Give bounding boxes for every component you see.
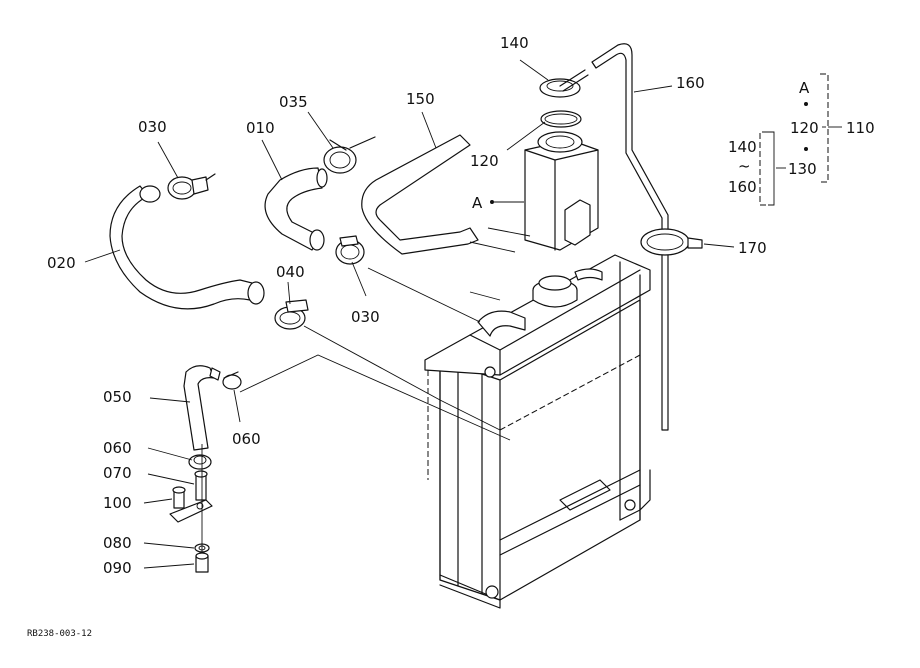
label-060-right: 060 xyxy=(232,430,261,448)
radiator xyxy=(424,254,651,609)
label-090: 090 xyxy=(103,559,132,577)
o-ring xyxy=(540,110,582,128)
clamp-030-right xyxy=(335,235,365,265)
tank-cap xyxy=(539,69,589,98)
clamp-030-left xyxy=(167,173,216,200)
label-a-group: A xyxy=(799,79,810,97)
label-020: 020 xyxy=(47,254,76,272)
label-035: 035 xyxy=(279,93,308,111)
label-070: 070 xyxy=(103,464,132,482)
hose-050 xyxy=(183,365,221,451)
clip-060-upper xyxy=(222,371,242,390)
label-040: 040 xyxy=(276,263,305,281)
clamp-170 xyxy=(640,228,703,256)
label-170: 170 xyxy=(738,239,767,257)
label-030-right: 030 xyxy=(351,308,380,326)
label-140-top: 140 xyxy=(500,34,529,52)
label-080: 080 xyxy=(103,534,132,552)
label-110: 110 xyxy=(846,119,875,137)
group-bracket-130 xyxy=(759,131,786,206)
fitting-070 xyxy=(194,470,208,501)
bracket xyxy=(169,499,213,523)
label-tilde: ~ xyxy=(738,157,751,175)
label-010: 010 xyxy=(246,119,275,137)
label-160-group: 160 xyxy=(728,178,757,196)
part-labels: 140 150 160 120 A 170 A 120 110 140 ~ 13… xyxy=(27,34,875,639)
group-bracket-110 xyxy=(804,73,842,183)
label-100: 100 xyxy=(103,494,132,512)
label-a-tank: A xyxy=(472,194,483,212)
label-130: 130 xyxy=(788,160,817,178)
label-160-pipe: 160 xyxy=(676,74,705,92)
clamp-035 xyxy=(323,136,376,174)
leader-lines xyxy=(84,59,735,569)
label-030-left: 030 xyxy=(138,118,167,136)
reserve-tank xyxy=(524,131,599,251)
drawing-code: RB238-003-12 xyxy=(27,629,92,639)
overflow-pipe xyxy=(591,43,669,431)
clip-060-lower xyxy=(188,454,212,470)
hose-020 xyxy=(109,185,265,310)
label-060-left: 060 xyxy=(103,439,132,457)
hose-010 xyxy=(264,167,328,251)
label-120-group: 120 xyxy=(790,119,819,137)
clamp-040 xyxy=(274,299,309,330)
label-140-group: 140 xyxy=(728,138,757,156)
label-150: 150 xyxy=(406,90,435,108)
bolt-090 xyxy=(195,552,209,573)
label-120-oring: 120 xyxy=(470,152,499,170)
bolt-100 xyxy=(172,486,186,509)
label-050: 050 xyxy=(103,388,132,406)
hose-150 xyxy=(361,134,479,255)
